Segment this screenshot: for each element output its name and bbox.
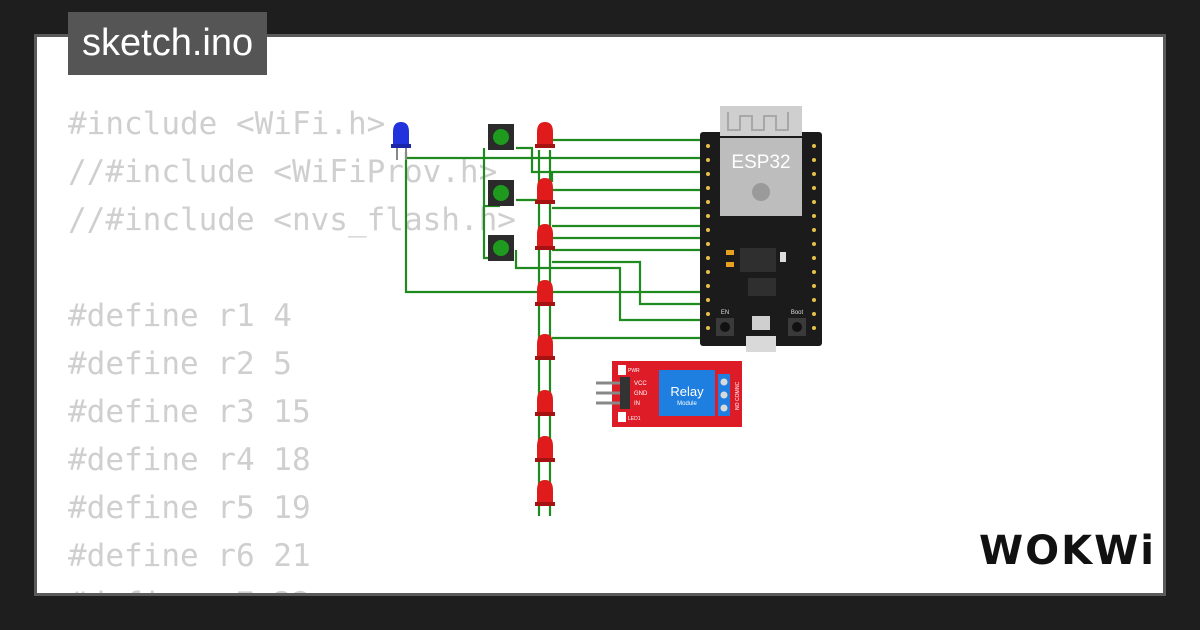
relay-pin-label: VCC: [634, 381, 647, 387]
boot-label: Boot: [791, 310, 804, 316]
wire: [404, 152, 707, 294]
wire: [516, 146, 707, 174]
code-line: //#include <WiFiProv.h>: [68, 154, 498, 190]
code-line: //#include <nvs_flash.h>: [68, 202, 516, 238]
code-preview: #include <WiFi.h> //#include <WiFiProv.h>…: [68, 100, 516, 628]
espressif-logo-icon: [752, 183, 770, 201]
code-line: #include <WiFi.h>: [68, 106, 386, 142]
relay-led-label: LED1: [628, 416, 641, 422]
en-label: EN: [721, 310, 729, 316]
pushbutton-2[interactable]: [488, 180, 514, 206]
red-led[interactable]: [535, 480, 555, 506]
red-led[interactable]: [535, 436, 555, 462]
wire: [552, 260, 707, 306]
relay-subtitle: Module: [677, 401, 697, 407]
code-line: #define r2 5: [68, 346, 292, 382]
pushbutton-3[interactable]: [488, 235, 514, 261]
relay-title: Relay: [670, 384, 704, 399]
red-led[interactable]: [535, 224, 555, 250]
relay-terminal-label: NO: [735, 402, 741, 410]
code-line: #define r3 15: [68, 394, 311, 430]
wire: [514, 250, 707, 322]
wokwi-logo: WOKWi: [979, 528, 1153, 574]
pushbutton-1[interactable]: [488, 124, 514, 150]
relay-pin-label: GND: [634, 391, 648, 397]
red-led[interactable]: [535, 280, 555, 306]
board-name: ESP32: [731, 152, 790, 173]
red-led[interactable]: [535, 178, 555, 204]
code-line: #define r1 4: [68, 298, 292, 334]
frame-bottom-border: [34, 593, 1166, 596]
relay-pwr-label: PWR: [628, 368, 640, 374]
file-name-tab[interactable]: sketch.ino: [68, 12, 268, 75]
code-line: #define r6 21: [68, 538, 311, 574]
relay-pin-label: IN: [634, 401, 640, 407]
code-line: #define r5 19: [68, 490, 311, 526]
relay-terminal-label: COM: [735, 389, 741, 401]
usb-port: [746, 336, 776, 352]
relay-terminal-label: NC: [735, 381, 741, 389]
preview-card: [34, 34, 1166, 596]
frame-bottom: [34, 593, 1166, 630]
red-led[interactable]: [535, 122, 555, 148]
red-led[interactable]: [535, 390, 555, 416]
blue-led[interactable]: [391, 122, 411, 160]
esp32-board[interactable]: ESP32 EN Boot: [700, 106, 822, 352]
code-line: #define r4 18: [68, 442, 311, 478]
relay-module[interactable]: PWR LED1 VCC GND IN Relay Module NO COM …: [596, 361, 742, 427]
brand-name: WOKWi: [979, 528, 1153, 574]
red-led[interactable]: [535, 334, 555, 360]
